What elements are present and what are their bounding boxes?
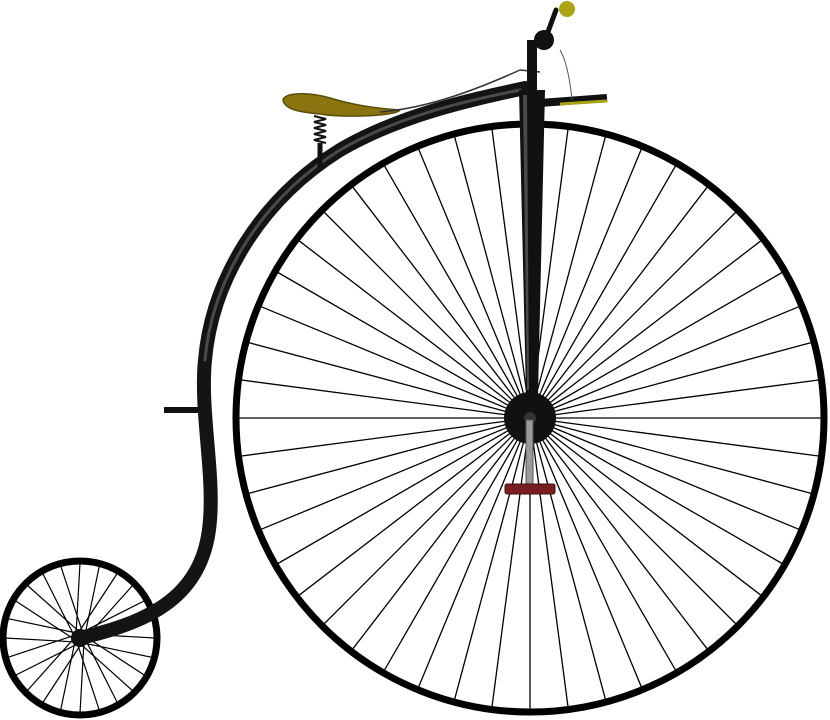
spoke	[547, 430, 763, 597]
spoke	[14, 599, 73, 639]
spoke	[41, 572, 74, 635]
spoke	[417, 147, 523, 398]
spoke	[550, 425, 801, 531]
pedal	[504, 483, 556, 495]
spoke	[551, 420, 820, 457]
spoke	[85, 642, 153, 658]
spoke	[259, 305, 510, 411]
spoke	[535, 135, 607, 397]
spoke	[551, 379, 820, 416]
spoke	[75, 562, 81, 632]
spoke	[276, 428, 512, 565]
spoke	[86, 641, 119, 704]
brake-lever-knob	[559, 1, 575, 17]
spoke	[323, 211, 515, 403]
spoke	[79, 644, 85, 714]
brake-cable	[559, 49, 573, 101]
spoke	[548, 271, 784, 408]
spoke	[84, 565, 100, 633]
spoke	[297, 430, 513, 597]
spoke	[551, 423, 813, 495]
spoke	[259, 425, 510, 531]
spoke	[383, 436, 520, 672]
handlebar	[539, 94, 608, 107]
spoke	[41, 645, 81, 704]
backbone-highlight	[203, 88, 522, 362]
saddle-rail	[379, 69, 541, 113]
spoke	[491, 439, 528, 708]
pedal-crank	[525, 419, 534, 487]
spoke	[542, 435, 709, 651]
spoke	[276, 271, 512, 408]
spoke	[26, 584, 79, 631]
spoke	[60, 565, 83, 631]
spoke	[551, 341, 813, 413]
saddle	[282, 93, 402, 117]
spoke	[247, 423, 509, 495]
spoke	[87, 637, 146, 677]
handlebar-grip	[559, 99, 608, 106]
spoke	[545, 433, 737, 625]
head-tube-cap	[534, 30, 554, 50]
front-fork	[519, 90, 545, 395]
spoke	[83, 599, 146, 632]
spoke	[542, 185, 709, 401]
spoke	[81, 645, 134, 692]
spoke	[240, 420, 509, 457]
rear-wheel-tire	[0, 557, 161, 719]
spoke	[14, 644, 77, 677]
spoke	[537, 438, 643, 689]
spoke	[240, 379, 509, 416]
spoke	[297, 239, 513, 406]
spoke	[79, 572, 119, 631]
spoke	[548, 428, 784, 565]
spoke	[323, 433, 515, 625]
spoke	[545, 211, 737, 403]
spoke	[537, 147, 643, 398]
spoke	[491, 128, 528, 397]
spoke	[351, 435, 518, 651]
spoke	[540, 436, 677, 672]
spoke	[26, 639, 73, 692]
front-fork-highlight	[523, 95, 529, 390]
spoke	[351, 185, 518, 401]
spoke	[60, 643, 76, 711]
spoke	[247, 341, 509, 413]
spoke	[7, 618, 75, 634]
spoke	[383, 164, 520, 400]
spoke	[535, 439, 607, 701]
spoke	[77, 645, 100, 711]
spoke	[550, 305, 801, 411]
spoke	[417, 438, 523, 689]
spoke	[547, 239, 763, 406]
spoke	[7, 635, 73, 658]
spoke	[532, 439, 569, 708]
head-tube	[527, 40, 537, 100]
spoke	[453, 439, 525, 701]
spoke	[540, 164, 677, 400]
spoke	[4, 637, 74, 643]
spoke	[453, 135, 525, 397]
